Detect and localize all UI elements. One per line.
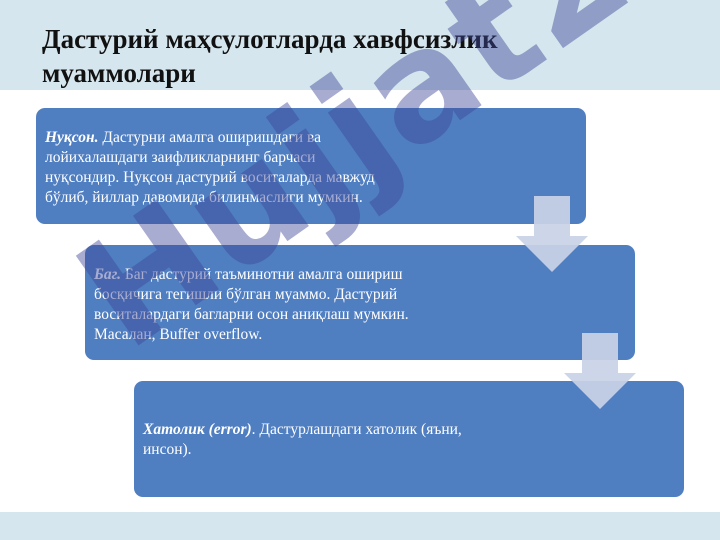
bug-term: Баг. <box>94 266 121 283</box>
bug-description: Баг дастурий таъминотни амалга ошириш бо… <box>94 266 409 343</box>
error-term: Хатолик (error) <box>143 421 252 438</box>
defect-text: Нуқсон. Дастурни амалга оширишдаги ва ло… <box>45 128 578 208</box>
header-band <box>0 0 720 90</box>
footer-band <box>0 512 720 540</box>
defect-box: Нуқсон. Дастурни амалга оширишдаги ва ло… <box>36 108 586 224</box>
error-description: . Дастурлашдаги хатолик (яъни, инсон). <box>143 421 462 458</box>
bug-text: Баг. Баг дастурий таъминотни амалга ошир… <box>94 265 627 345</box>
defect-description: Дастурни амалга оширишдаги ва лойихалашд… <box>45 129 375 206</box>
error-text: Хатолик (error). Дастурлашдаги хатолик (… <box>143 420 676 460</box>
down-arrow-icon <box>564 333 636 409</box>
defect-term: Нуқсон. <box>45 129 99 146</box>
slide-title: Дастурий маҳсулотларда хавфсизлик муаммо… <box>42 24 498 88</box>
bug-box: Баг. Баг дастурий таъминотни амалга ошир… <box>85 245 635 360</box>
down-arrow-icon <box>516 196 588 272</box>
